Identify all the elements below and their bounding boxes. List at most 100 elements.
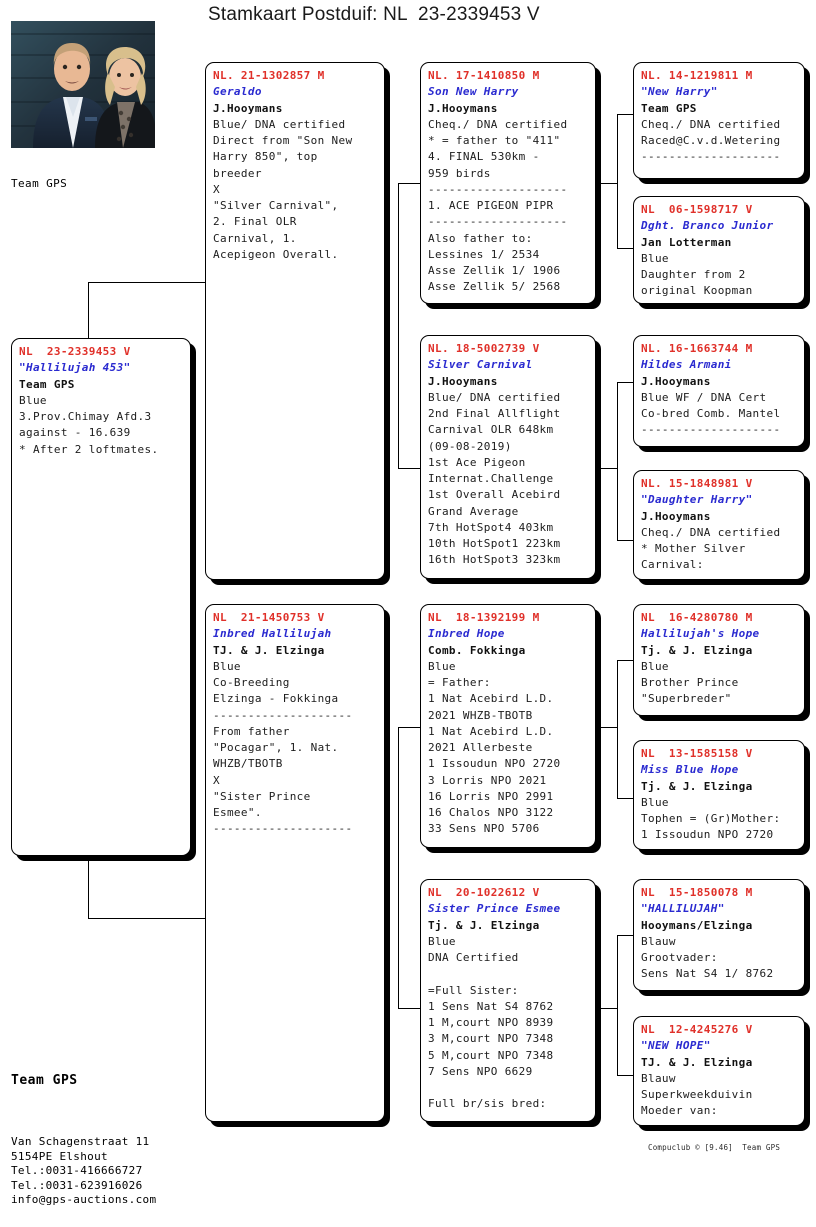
connector-dam-dam-stub [398,1008,420,1009]
pigeon-name: Inbred Hope [428,627,505,641]
contact-name: Team GPS [11,1073,78,1088]
pedigree-box-sire-dam[interactable]: NL. 18-5002739 V Silver Carnival J.Hooym… [420,335,596,579]
pedigree-box-dam[interactable]: NL 21-1450753 V Inbred Hallilujah TJ. & … [205,604,385,1122]
pedigree-box-sd-dam[interactable]: NL. 15-1848981 V "Daughter Harry" J.Hooy… [633,470,805,580]
pigeon-name: Silver Carnival [428,358,533,372]
connector-sire-vert [398,183,399,468]
connector-ss-vert [617,114,618,248]
owner-name: Tj. & J. Elzinga [428,918,540,932]
details: Cheq./ DNA certified * Mother Silver Car… [641,525,781,572]
connector-dd-vert [617,935,618,1075]
ring-number: NL. 17-1410850 M [428,69,540,82]
pedigree-box-dam-dam[interactable]: NL 20-1022612 V Sister Prince Esmee Tj. … [420,879,596,1122]
ring-number: NL. 15-1848981 V [641,477,753,490]
ring-number: NL. 16-1663744 M [641,342,753,355]
ring-number: NL 13-1585158 V [641,747,753,760]
details: Blue DNA Certified =Full Sister: 1 Sens … [428,934,554,1111]
owner-name: Team GPS [19,377,75,391]
pigeon-name: Hallilujah's Hope [641,627,760,641]
ring-number: NL 18-1392199 M [428,611,540,624]
connector-sd-in [595,468,617,469]
page-title: Stamkaart Postduif: NL 23-2339453 V [208,4,540,25]
owner-name: J.Hooymans [213,101,283,115]
owner-name: Tj. & J. Elzinga [641,779,753,793]
details: Blue Co-Breeding Elzinga - Fokkinga ----… [213,659,353,836]
details: Blauw Superkweekduivin Moeder van: [641,1071,753,1118]
details: Cheq./ DNA certified Raced@C.v.d.Weterin… [641,117,781,164]
owner-photo [11,21,155,148]
owner-name: J.Hooymans [428,374,498,388]
connector-sd-sire-stub [617,382,633,383]
pigeon-name: "NEW HOPE" [641,1039,711,1053]
connector-dd-in [595,1008,617,1009]
connector-ds-dam-stub [617,798,633,799]
ring-number: NL 06-1598717 V [641,203,753,216]
pedigree-box-dd-sire[interactable]: NL 15-1850078 M "HALLILUJAH" Hooymans/El… [633,879,805,991]
pigeon-name: Inbred Hallilujah [213,627,332,641]
pedigree-box-dam-sire[interactable]: NL 18-1392199 M Inbred Hope Comb. Fokkin… [420,604,596,848]
pedigree-box-ss-dam[interactable]: NL 06-1598717 V Dght. Branco Junior Jan … [633,196,805,304]
owner-name: J.Hooymans [428,101,498,115]
owner-name: Jan Lotterman [641,235,732,249]
pedigree-box-ss-sire[interactable]: NL. 14-1219811 M "New Harry" Team GPS Ch… [633,62,805,179]
ring-number: NL. 21-1302857 M [213,69,325,82]
pedigree-box-dd-dam[interactable]: NL 12-4245276 V "NEW HOPE" TJ. & J. Elzi… [633,1016,805,1126]
photo-caption: Team GPS [11,177,68,190]
connector-sd-vert [617,382,618,540]
connector-dd-dam-stub [617,1075,633,1076]
owner-name: J.Hooymans [641,509,711,523]
ring-number: NL 20-1022612 V [428,886,540,899]
details: Blue/ DNA certified Direct from "Son New… [213,117,353,261]
pigeon-name: Dght. Branco Junior [641,219,774,233]
owner-name: TJ. & J. Elzinga [641,1055,753,1069]
ring-number: NL. 18-5002739 V [428,342,540,355]
ring-number: NL 21-1450753 V [213,611,325,624]
connector-sire-stub [88,282,205,283]
pigeon-name: "New Harry" [641,85,718,99]
connector-ds-vert [617,660,618,798]
pedigree-box-sire[interactable]: NL. 21-1302857 M Geraldo J.Hooymans Blue… [205,62,385,580]
details: Blue = Father: 1 Nat Acebird L.D. 2021 W… [428,659,561,836]
connector-dam-stub [88,918,205,919]
connector-ss-dam-stub [617,248,633,249]
details: Cheq./ DNA certified * = father to "411"… [428,117,568,294]
owner-name: TJ. & J. Elzinga [213,643,325,657]
pigeon-name: Geraldo [213,85,262,99]
ring-number: NL 15-1850078 M [641,886,753,899]
pedigree-box-subject[interactable]: NL 23-2339453 V "Hallilujah 453" Team GP… [11,338,191,856]
owner-name: Hooymans/Elzinga [641,918,753,932]
connector-sire-dam-stub [398,468,420,469]
pedigree-box-ds-sire[interactable]: NL 16-4280780 M Hallilujah's Hope Tj. & … [633,604,805,716]
contact-block: Team GPS Van Schagenstraat 11 5154PE Els… [11,1035,156,1227]
connector-ss-sire-stub [617,114,633,115]
owner-name: Tj. & J. Elzinga [641,643,753,657]
details: Blue Brother Prince "Superbreder" [641,659,739,706]
pedigree-box-sd-sire[interactable]: NL. 16-1663744 M Hildes Armani J.Hooyman… [633,335,805,447]
pedigree-box-sire-sire[interactable]: NL. 17-1410850 M Son New Harry J.Hooyman… [420,62,596,304]
software-credit: Compuclub © [9.46] Team GPS [648,1143,781,1152]
owner-name: Comb. Fokkinga [428,643,526,657]
pigeon-name: "Daughter Harry" [641,493,753,507]
details: Blue/ DNA certified 2nd Final Allflight … [428,390,561,567]
connector-sire-sire-stub [398,183,420,184]
pedigree-box-ds-dam[interactable]: NL 13-1585158 V Miss Blue Hope Tj. & J. … [633,740,805,850]
details: Blue WF / DNA Cert Co-bred Comb. Mantel … [641,390,781,437]
owner-name: J.Hooymans [641,374,711,388]
ring-number: NL 23-2339453 V [19,345,131,358]
pigeon-name: Sister Prince Esmee [428,902,561,916]
ring-number: NL. 14-1219811 M [641,69,753,82]
details: Blue Daughter from 2 original Koopman [641,251,753,298]
ring-number: NL 16-4280780 M [641,611,753,624]
contact-lines: Van Schagenstraat 11 5154PE Elshout Tel.… [11,1135,157,1207]
connector-ds-in [595,727,617,728]
ring-number: NL 12-4245276 V [641,1023,753,1036]
owner-name: Team GPS [641,101,697,115]
details: Blue Tophen = (Gr)Mother: 1 Issoudun NPO… [641,795,781,842]
pigeon-name: Hildes Armani [641,358,732,372]
pigeon-name: Miss Blue Hope [641,763,739,777]
pigeon-name: "Hallilujah 453" [19,361,131,375]
connector-dam-vert [398,727,399,1008]
connector-sd-dam-stub [617,540,633,541]
connector-dam-sire-stub [398,727,420,728]
details: Blue 3.Prov.Chimay Afd.3 against - 16.63… [19,393,159,456]
